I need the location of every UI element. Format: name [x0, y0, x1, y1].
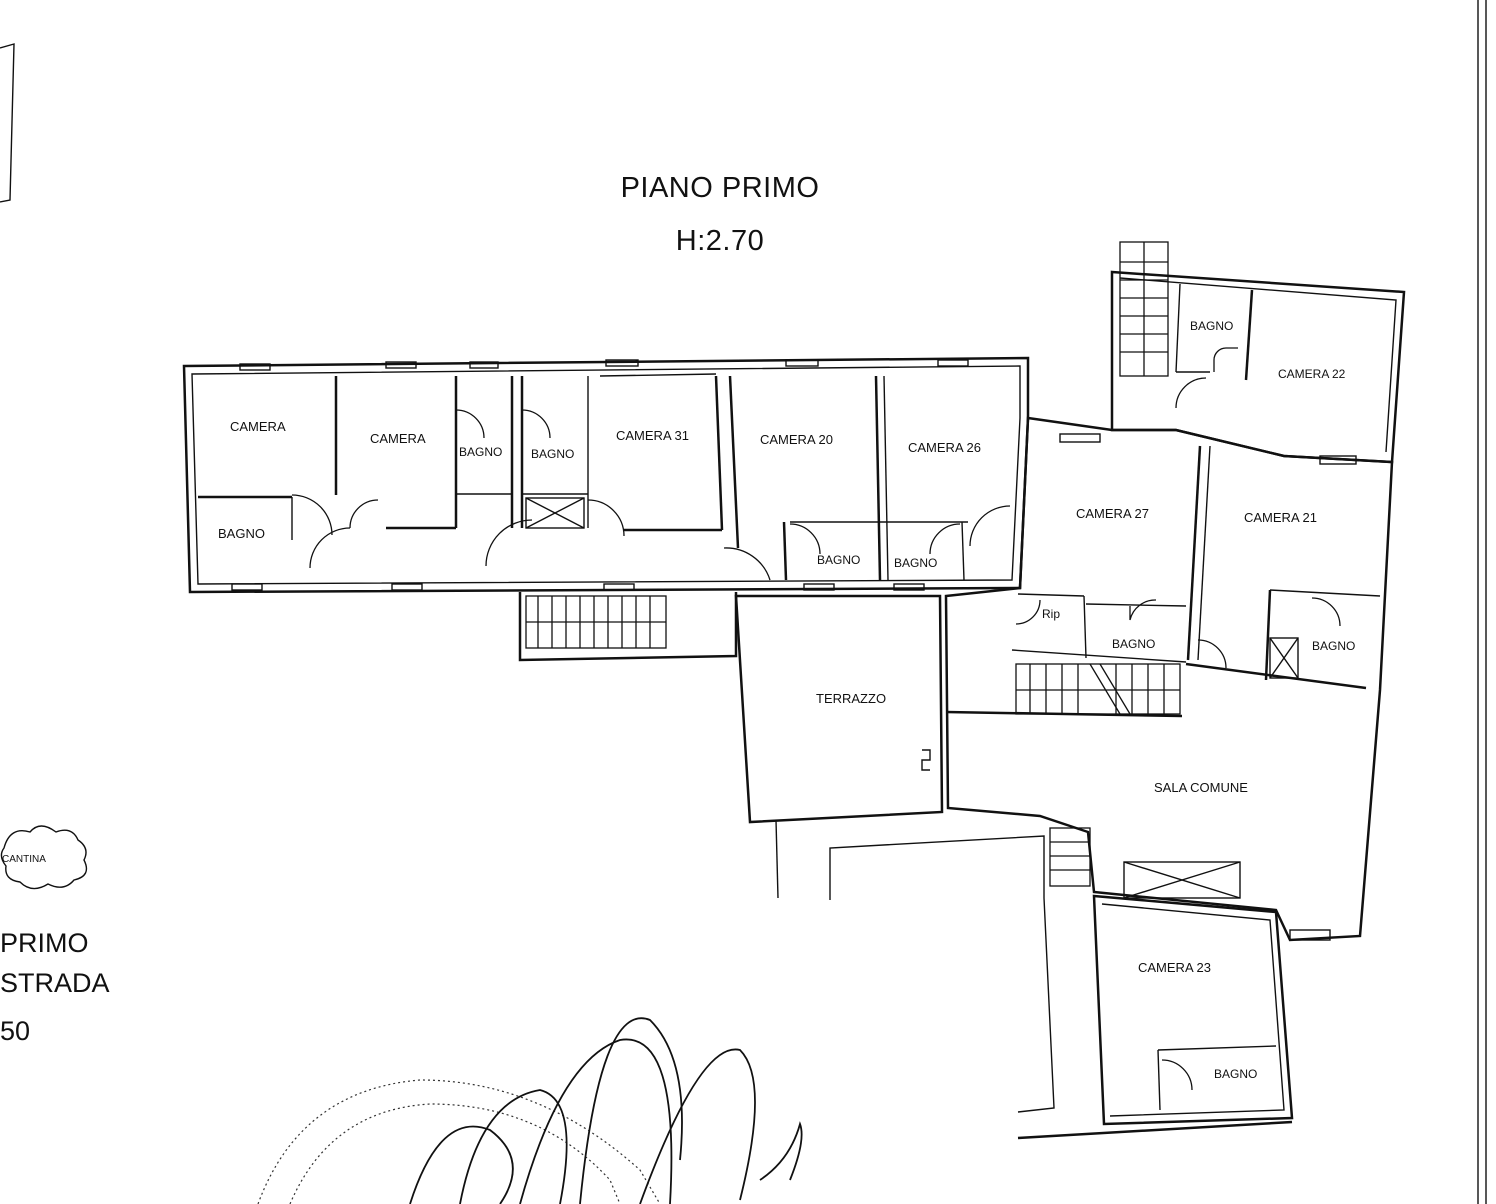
- side-label-number: 50: [0, 1016, 31, 1046]
- staircase-north-east: [1119, 241, 1169, 377]
- wall: [728, 375, 740, 549]
- room-label-camera-21: CAMERA 21: [1244, 510, 1317, 525]
- north-east-block: [1059, 270, 1406, 465]
- door-swing: [521, 409, 551, 439]
- wall: [714, 375, 724, 531]
- side-label-strada: STRADA: [0, 968, 110, 998]
- wall: [883, 375, 889, 581]
- stamp-seal: [257, 1079, 661, 1204]
- door-swing: [723, 547, 771, 581]
- shaft-x: [525, 497, 585, 529]
- ceiling-height-label: H:2.70: [675, 225, 765, 257]
- room-label-bagno: BAGNO: [1214, 1067, 1257, 1081]
- room-label-camera: CAMERA: [230, 419, 286, 434]
- room-label-bagno: BAGNO: [218, 526, 265, 541]
- cantina-label: CANTINA: [2, 854, 46, 865]
- room-label-camera-31: CAMERA 31: [616, 428, 689, 443]
- cantina-cloud: [0, 825, 88, 890]
- door-swing: [309, 527, 351, 569]
- wall: [782, 521, 788, 581]
- door-swing: [291, 494, 333, 536]
- staircase-east: [1015, 663, 1181, 715]
- terrace-door: [921, 749, 931, 771]
- room-label-terrazzo: TERRAZZO: [816, 691, 886, 706]
- door-swing: [587, 499, 625, 537]
- left-fragment: [0, 43, 15, 203]
- room-label-camera: CAMERA: [370, 431, 426, 446]
- side-label-primo: PRIMO: [0, 928, 89, 958]
- terrace-outline: [734, 594, 944, 824]
- room-label-camera-23: CAMERA 23: [1138, 960, 1211, 975]
- door-swing: [485, 519, 533, 567]
- east-block: [944, 416, 1394, 942]
- door-swing: [969, 505, 1011, 547]
- room-label-camera-22: CAMERA 22: [1278, 367, 1346, 381]
- room-label-camera-27: CAMERA 27: [1076, 506, 1149, 521]
- room-label-ripostiglio: Rip: [1042, 607, 1060, 621]
- plan-title: PIANO PRIMO: [620, 172, 820, 204]
- staircase-south: [1049, 827, 1091, 887]
- room-label-bagno: BAGNO: [1112, 637, 1155, 651]
- room-label-bagno: BAGNO: [1312, 639, 1355, 653]
- door-swing: [349, 499, 379, 529]
- room-label-bagno: BAGNO: [894, 556, 937, 570]
- room-label-camera-26: CAMERA 26: [908, 440, 981, 455]
- signature: [409, 1017, 803, 1204]
- staircase-west: [518, 592, 738, 662]
- west-block-inner: [191, 365, 1021, 585]
- wall: [829, 835, 1045, 900]
- room-label-bagno: BAGNO: [531, 447, 574, 461]
- room-label-bagno: BAGNO: [1190, 319, 1233, 333]
- room-label-sala-comune: SALA COMUNE: [1154, 780, 1248, 795]
- wall: [599, 373, 717, 377]
- shaft: [525, 497, 585, 529]
- room-label-bagno: BAGNO: [459, 445, 502, 459]
- door-swing: [455, 409, 485, 439]
- wall: [775, 819, 779, 899]
- south-block: [1017, 894, 1331, 1140]
- wall: [874, 375, 882, 581]
- room-label-camera-20: CAMERA 20: [760, 432, 833, 447]
- door-swing: [929, 523, 961, 555]
- windows: [231, 359, 969, 591]
- wall: [961, 521, 965, 581]
- room-label-bagno: BAGNO: [817, 553, 860, 567]
- door-swing: [789, 523, 821, 555]
